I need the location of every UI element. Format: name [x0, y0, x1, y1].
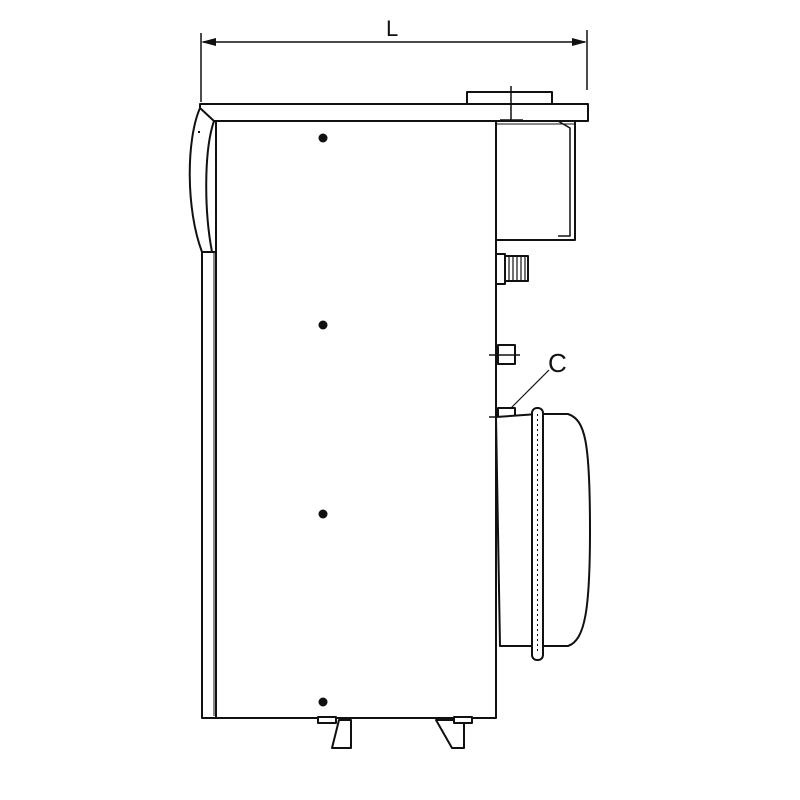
feet	[317, 716, 473, 749]
dimension-l-label: L	[386, 16, 398, 41]
drain-valve	[495, 253, 529, 285]
expansion-vessel	[495, 407, 591, 661]
top-cover	[199, 103, 589, 122]
draught-hood	[495, 120, 576, 241]
connection-c-label: C	[548, 348, 567, 378]
boiler-body	[215, 120, 497, 719]
dimension-l	[200, 30, 588, 102]
front-panel	[188, 107, 217, 719]
connection-nut-upper	[489, 344, 520, 365]
fixing-screws	[318, 133, 328, 707]
